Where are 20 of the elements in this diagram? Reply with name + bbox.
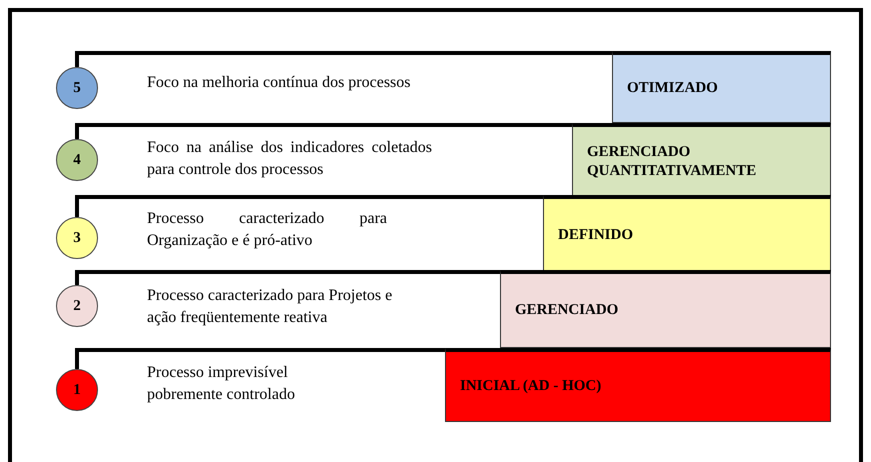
level-number-circle: 1: [56, 369, 98, 411]
level-box: GERENCIADO: [500, 270, 831, 348]
level-number-circle: 4: [56, 139, 98, 181]
description-text: Processo caracterizado para Organização e é pró-ativo: [147, 209, 387, 251]
connector-line: [75, 348, 445, 369]
description-text: Processo caracterizado para Projetos e ação freqüentemente reativa: [147, 286, 394, 328]
level-box: OTIMIZADO: [612, 51, 831, 123]
level-box: GERENCIADO QUANTITATIVAMENTE: [572, 123, 831, 197]
connector-line: [75, 270, 500, 285]
connector-line: [75, 51, 612, 67]
level-number-circle: 5: [56, 67, 98, 109]
level-box: INICIAL (AD - HOC): [445, 348, 831, 422]
connector-line: [75, 195, 543, 217]
level-number-circle: 2: [56, 285, 98, 327]
description-text: Processo imprevisível pobremente controlado: [147, 363, 296, 405]
description-text: Foco na melhoria contínua dos processos: [147, 73, 412, 93]
description-text: Foco na análise dos indicadores coletados para controle dos processos: [147, 138, 432, 180]
connector-line: [75, 123, 572, 139]
level-number-circle: 3: [56, 217, 98, 259]
level-box: DEFINIDO: [543, 195, 831, 272]
